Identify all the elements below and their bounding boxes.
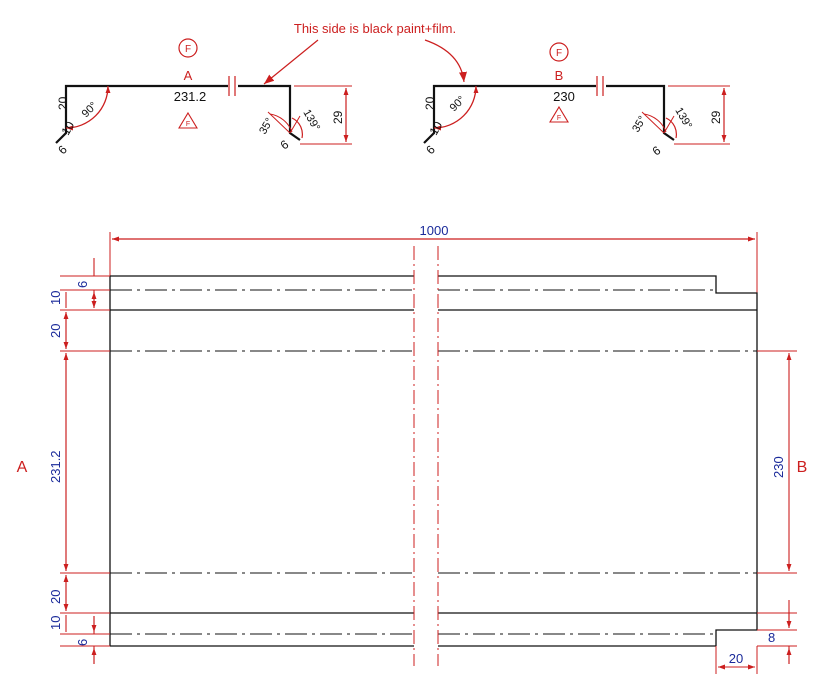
profile-b-outline <box>423 84 675 144</box>
plan-left-d6-bottom: 6 <box>75 639 90 646</box>
paint-annotation-leader-left <box>263 39 319 85</box>
plan-notch-d20: 20 <box>729 651 743 666</box>
plan-right-edge <box>715 306 758 646</box>
plan-right-extension-lines <box>757 350 797 647</box>
plan-side-label-b: B <box>797 459 808 476</box>
profile-b-lip-6: 6 <box>650 143 664 158</box>
profile-b-angle-139: 139° <box>672 106 694 132</box>
profile-a-angle-35: 35° <box>257 116 276 136</box>
profile-a-hem-10: 10 <box>58 119 77 138</box>
plan-view: 1000 6 10 <box>17 223 808 674</box>
profile-a-lip-6: 6 <box>278 137 292 152</box>
profile-a-circle-letter: F <box>185 44 191 55</box>
plan-left-d6-top: 6 <box>75 281 90 288</box>
profile-a-break-mark <box>228 76 236 96</box>
profile-a-angle-90-arc <box>65 85 111 131</box>
plan-left-d10-top: 10 <box>48 291 63 305</box>
profile-b: F F B 230 20 10 6 90° 35° 139° 6 29 <box>423 42 730 158</box>
plan-width-value: 1000 <box>420 223 449 238</box>
plan-left-extension-lines <box>60 275 110 647</box>
profile-a-angle-90: 90° <box>80 100 100 120</box>
profile-b-flange-20: 20 <box>423 96 437 110</box>
profile-b-triangle-letter: F <box>557 115 561 122</box>
plan-right-d230: 230 <box>771 456 786 478</box>
profile-b-break-mark <box>596 76 604 96</box>
paint-annotation: This side is black paint+film. <box>263 21 467 85</box>
profile-a-section-label: A <box>184 68 193 83</box>
plan-left-d231: 231.2 <box>48 450 63 483</box>
plan-left-d10-bottom: 10 <box>48 616 63 630</box>
profile-a-triangle-letter: F <box>186 121 190 128</box>
profile-b-hem-10: 10 <box>426 119 445 138</box>
profile-a: F F A 231.2 20 10 6 90° 35° 139° 6 29 <box>55 38 352 157</box>
plan-notch-extension <box>715 646 758 674</box>
profile-b-angle-90: 90° <box>448 94 468 114</box>
profile-b-angle-35: 35° <box>630 114 649 134</box>
profile-a-length: 231.2 <box>174 89 207 104</box>
plan-right-d8: 8 <box>768 630 775 645</box>
profile-b-dim-29 <box>668 85 730 145</box>
profile-b-hem-6: 6 <box>423 142 438 157</box>
profile-a-triangle-marker <box>178 111 198 129</box>
plan-top-edge <box>110 275 758 306</box>
plan-width-extension <box>109 232 758 300</box>
profile-b-section-label: B <box>555 68 564 83</box>
profile-b-circle-letter: F <box>556 48 562 59</box>
profile-b-triangle-marker <box>549 105 569 123</box>
profile-b-angle-90-arc <box>433 85 479 131</box>
profile-b-circle-marker <box>549 42 569 62</box>
plan-left-d20-top: 20 <box>48 324 63 338</box>
profile-a-angle-139-arc <box>291 117 303 139</box>
profile-b-angle-139-arc <box>665 117 677 139</box>
plan-side-label-a: A <box>17 459 28 476</box>
profile-b-length: 230 <box>553 89 575 104</box>
paint-annotation-text: This side is black paint+film. <box>294 21 456 36</box>
profile-a-flange-20: 20 <box>56 96 70 110</box>
profile-a-circle-marker <box>178 38 198 58</box>
profile-a-height-29: 29 <box>331 110 345 124</box>
profile-a-dim-29 <box>294 85 352 145</box>
paint-annotation-leader-right <box>424 39 467 83</box>
profile-a-angle-139: 139° <box>300 108 322 134</box>
plan-left-d20-bottom: 20 <box>48 590 63 604</box>
profile-a-hem-6: 6 <box>55 142 70 157</box>
profile-b-height-29: 29 <box>709 110 723 124</box>
